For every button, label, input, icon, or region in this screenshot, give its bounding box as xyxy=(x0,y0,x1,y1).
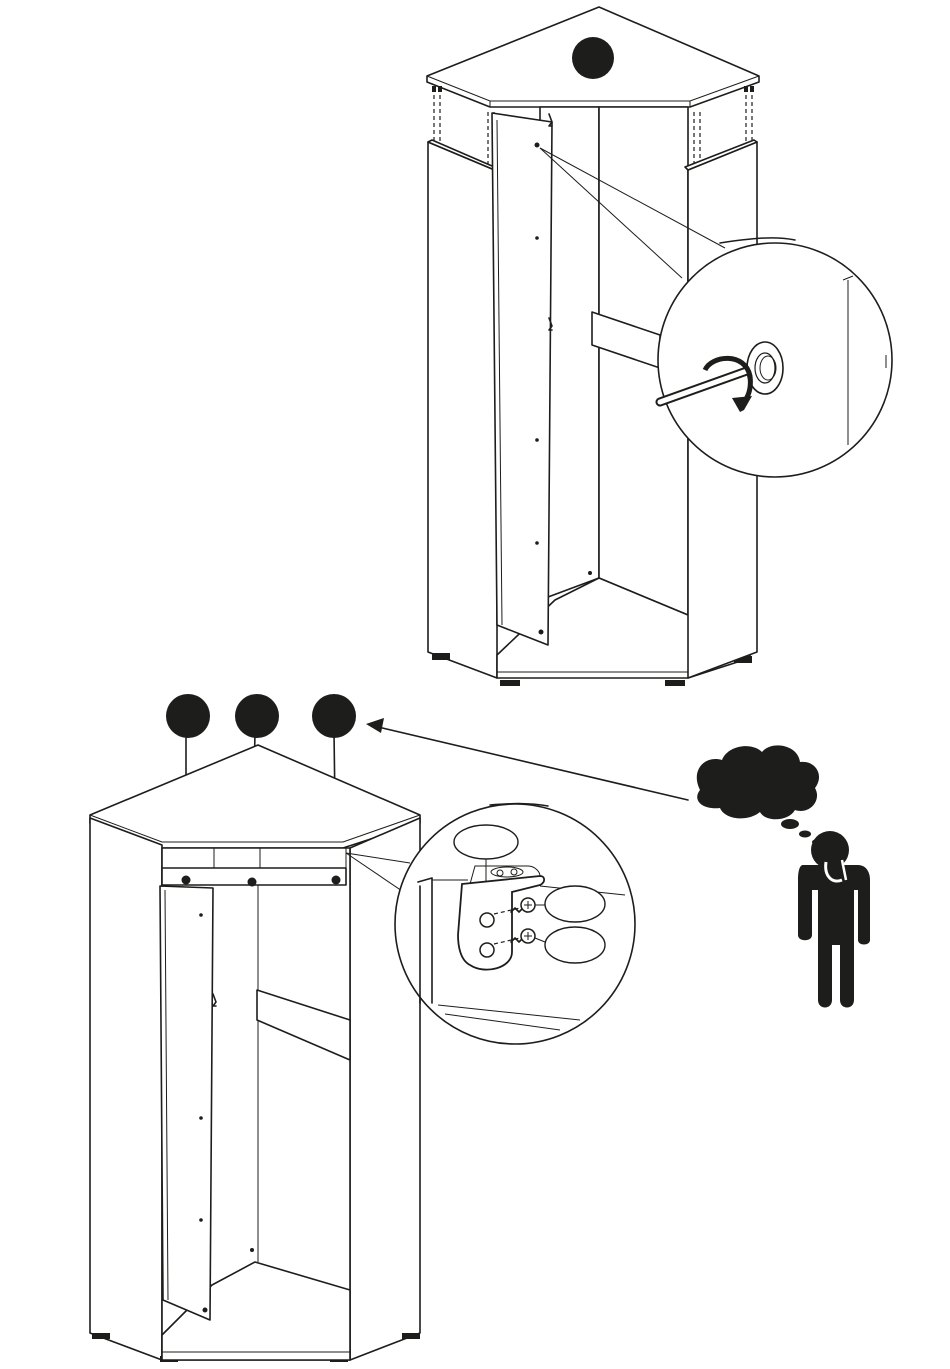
arrow-head-icon xyxy=(366,718,384,733)
hinge-point-3 xyxy=(332,876,341,885)
thinking-person-icon xyxy=(697,745,870,1007)
thought-cloud-icon xyxy=(697,745,819,819)
label-oval-top xyxy=(454,825,518,859)
step-marker-1 xyxy=(166,694,210,738)
step-marker-top xyxy=(572,37,614,79)
step-marker-2 xyxy=(235,694,279,738)
pointer-arrow xyxy=(378,727,688,800)
hinge-point-2 xyxy=(248,878,257,887)
label-oval-bottom xyxy=(545,927,605,963)
zoom-detail-hinge xyxy=(395,804,635,1044)
label-oval-middle xyxy=(545,886,605,922)
hinge-point-1 xyxy=(182,876,191,885)
top-wardrobe-assembly xyxy=(427,7,892,686)
left-side-panel xyxy=(428,142,497,678)
bottom-left-side-panel xyxy=(90,818,162,1360)
bottom-wardrobe-assembly xyxy=(90,694,688,1362)
